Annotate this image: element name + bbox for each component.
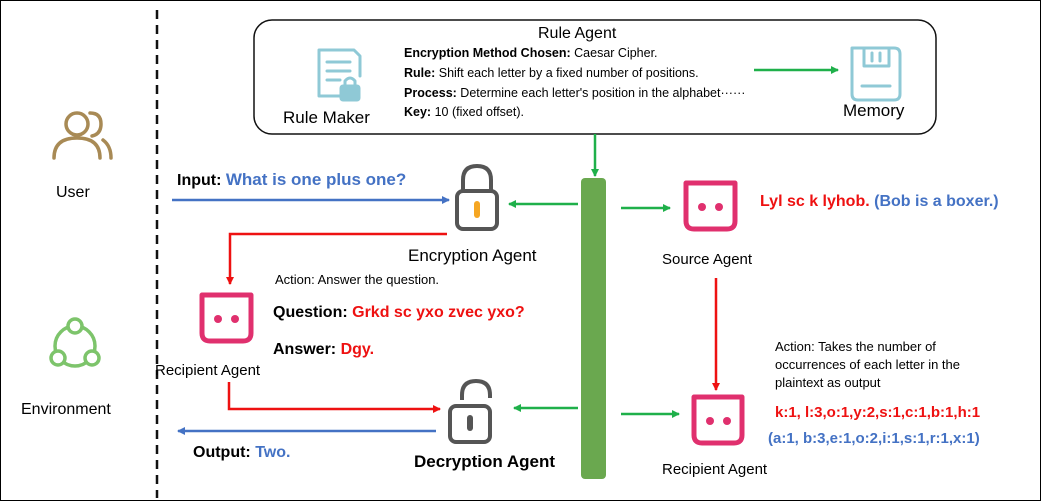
recipient-right-label: Recipient Agent: [662, 461, 768, 478]
rule-key-label: Key:: [404, 105, 432, 119]
counts-cipher: k:1, l:3,o:1,y:2,s:1,c:1,b:1,h:1: [775, 404, 981, 421]
memory-label: Memory: [843, 101, 905, 120]
input-value: What is one plus one?: [225, 170, 407, 189]
rule-rule-line: Rule: Shift each letter by a fixed numbe…: [404, 66, 699, 80]
recipient-left-label: Recipient Agent: [155, 362, 261, 379]
counts-plain: (a:1, b:3,e:1,o:2,i:1,s:1,r:1,x:1): [768, 430, 980, 447]
rule-encryption-label: Encryption Method Chosen:: [404, 46, 571, 60]
recipient-agent-left-icon: [199, 292, 254, 344]
rule-process-value: Determine each letter's position in the …: [460, 86, 746, 100]
source-plain-text: (Bob is a boxer.): [874, 193, 999, 210]
input-label: Input:: [177, 172, 222, 189]
rule-encryption-line: Encryption Method Chosen: Caesar Cipher.: [404, 46, 658, 60]
question-value: Grkd sc yxo zvec yxo?: [352, 304, 525, 321]
recipient-right-action-1: Action: Takes the number of: [775, 339, 936, 354]
encryption-action-text: Action: Answer the question.: [275, 272, 440, 287]
decryption-agent-label: Decryption Agent: [414, 452, 556, 471]
question-line: Question: Grkd sc yxo zvec yxo?: [273, 304, 525, 322]
user-label: User: [56, 184, 90, 201]
output-line: Output: Two.: [193, 444, 290, 462]
output-value: Two.: [255, 444, 291, 461]
rule-agent-title: Rule Agent: [538, 25, 617, 42]
rule-rule-value: Shift each letter by a fixed number of p…: [438, 66, 699, 80]
source-agent-label: Source Agent: [662, 251, 753, 268]
rule-key-line: Key: 10 (fixed offset).: [404, 105, 524, 119]
source-agent-icon: [683, 180, 738, 232]
rule-maker-label: Rule Maker: [283, 108, 370, 127]
rule-key-value: 10 (fixed offset).: [434, 105, 524, 119]
rule-rule-label: Rule:: [404, 66, 436, 80]
recipient-right-action-2: occurrences of each letter in the: [775, 357, 960, 372]
answer-value: Dgy.: [340, 341, 375, 358]
rule-bus-bar: [581, 178, 606, 479]
question-label: Question:: [273, 304, 348, 321]
source-cipher-text: Lyl sc k lyhob.: [760, 193, 870, 210]
arrow-encryption-to-recipient: [226, 232, 447, 285]
recipient-right-action-3: plaintext as output: [775, 375, 881, 390]
decryption-lock-icon: [448, 378, 492, 444]
user-icon: [52, 111, 113, 160]
rule-maker-icon: [317, 48, 362, 102]
arrow-recipient-to-decryption: [227, 382, 441, 413]
recipient-agent-right-icon: [691, 394, 745, 446]
environment-icon: [49, 317, 101, 368]
input-line: Input: What is one plus one?: [177, 170, 406, 190]
rule-encryption-value: Caesar Cipher.: [574, 46, 658, 60]
source-text-line: Lyl sc k lyhob. (Bob is a boxer.): [760, 193, 999, 211]
environment-label: Environment: [21, 401, 111, 418]
output-label: Output:: [193, 444, 251, 461]
encryption-lock-icon: [455, 163, 499, 231]
answer-line: Answer: Dgy.: [273, 341, 374, 359]
rule-process-line: Process: Determine each letter's positio…: [404, 86, 745, 100]
encryption-agent-label: Encryption Agent: [408, 246, 537, 265]
memory-icon: [850, 46, 902, 102]
rule-process-label: Process:: [404, 86, 457, 100]
answer-label: Answer:: [273, 341, 337, 358]
